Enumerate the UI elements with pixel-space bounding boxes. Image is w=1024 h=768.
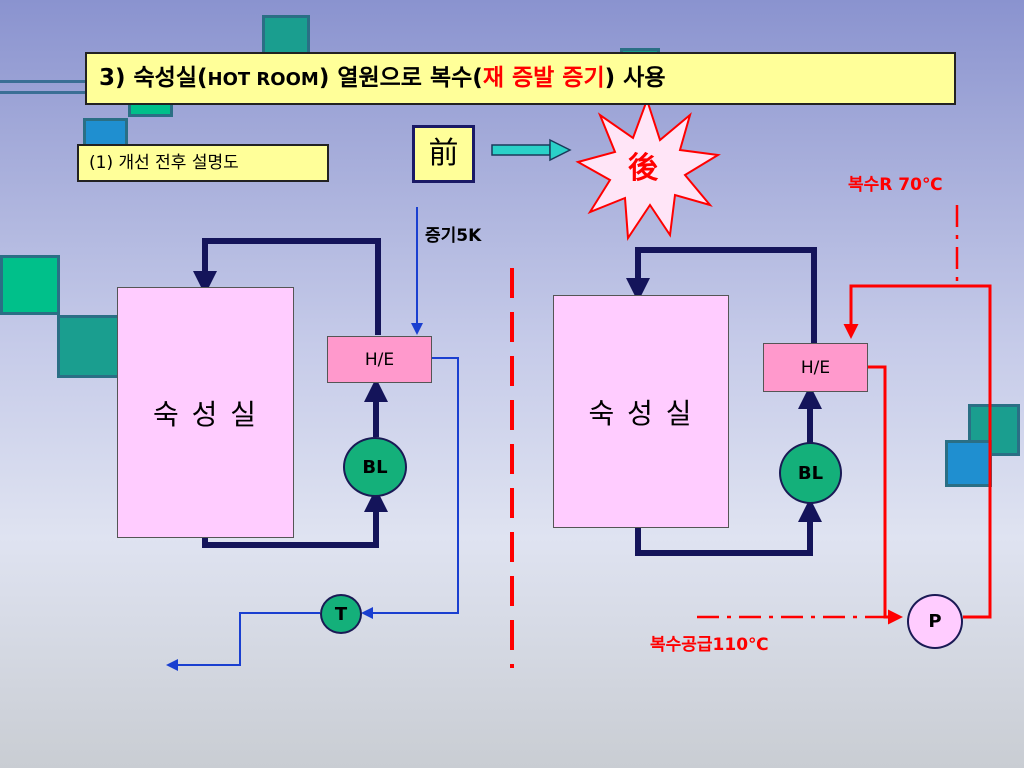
- condensate-return-loop: [843, 284, 992, 619]
- steam-label: 증기5K: [425, 226, 482, 246]
- condensate-out-left: [361, 357, 459, 619]
- decorative-square: [0, 255, 60, 315]
- air-loop-bottom-right: [635, 498, 822, 556]
- heat-exchanger-left: H/E: [327, 336, 432, 383]
- title-middle: ) 열원으로 복수(: [318, 65, 483, 91]
- blower-right: BL: [779, 442, 842, 504]
- before-label: 前: [412, 125, 475, 183]
- aging-room-right: 숙 성 실: [553, 295, 729, 528]
- decorative-square: [945, 440, 992, 487]
- title-highlight: 재 증발 증기: [482, 65, 605, 91]
- subtitle: (1) 개선 전후 설명도: [77, 144, 329, 182]
- he-to-pump-line: [868, 365, 903, 625]
- after-label: 後: [628, 151, 658, 186]
- starburst-shape: [575, 96, 721, 241]
- condensate-return-label: 복수R 70℃: [848, 175, 943, 195]
- title-prefix: 3) 숙성실(: [99, 65, 208, 91]
- title-suffix: ) 사용: [604, 65, 666, 91]
- condensate-supply-label: 복수공급110℃: [650, 635, 769, 655]
- slide-title: 3) 숙성실(HOT ROOM) 열원으로 복수(재 증발 증기) 사용: [85, 52, 956, 105]
- heat-exchanger-right: H/E: [763, 343, 868, 392]
- before-after-arrow: [491, 138, 572, 162]
- decorative-line: [0, 80, 90, 94]
- blower-left: BL: [343, 437, 407, 497]
- steam-trap: T: [320, 594, 362, 634]
- air-loop-top-left: [193, 238, 381, 335]
- air-loop-top-right: [626, 247, 817, 343]
- trap-drain-line: [166, 612, 320, 671]
- aging-room-left: 숙 성 실: [117, 287, 294, 538]
- pump: P: [907, 594, 963, 649]
- title-hot-room: HOT ROOM: [207, 69, 319, 90]
